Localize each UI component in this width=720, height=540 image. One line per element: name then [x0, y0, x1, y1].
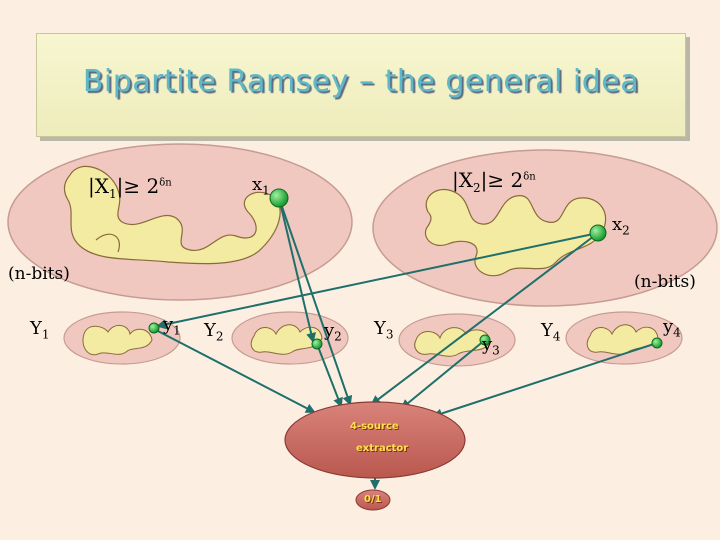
subset-blob-y2	[250, 324, 323, 355]
arrow-y3-to-extractor	[400, 339, 486, 410]
point-y1	[148, 322, 160, 334]
arrow-y1-to-extractor	[153, 328, 316, 413]
arrow-x1-to-y2	[278, 197, 317, 343]
x1-point-label: x1	[252, 174, 270, 198]
bits-label-right: (n-bits)	[634, 272, 696, 292]
arrow-y4-to-extractor	[432, 342, 658, 419]
point-y2	[311, 338, 323, 350]
point-y3	[479, 334, 491, 346]
page-title: Bipartite Ramsey – the general idea	[82, 64, 640, 99]
y2-point-label: y2	[324, 320, 342, 344]
arrow-x2-to-extractor	[370, 232, 599, 406]
output-node	[355, 489, 391, 511]
arrow-x2-to-y1	[156, 232, 599, 330]
x2-point-label: x2	[612, 214, 630, 238]
x2-size-label: |X2|≥ 2δn	[452, 168, 536, 195]
subset-blob-y1	[82, 325, 153, 356]
point-x2	[589, 224, 607, 242]
y2-set-label: Y2	[204, 320, 224, 344]
point-x1	[269, 188, 289, 208]
extractor-label-line1: 4-source	[350, 421, 399, 432]
y3-set-label: Y3	[374, 318, 394, 342]
y4-set-label: Y4	[541, 320, 561, 344]
extractor-label-line2: extractor	[356, 443, 409, 454]
arrow-y2-to-extractor	[316, 343, 343, 408]
y4-point-label: y4	[663, 316, 681, 340]
x1-size-label: |X1|≥ 2δn	[88, 174, 172, 201]
y1-set-label: Y1	[30, 318, 50, 342]
bits-label-left: (n-bits)	[8, 264, 70, 284]
point-y4	[651, 337, 663, 349]
title-box: Bipartite Ramsey – the general idea	[36, 33, 686, 137]
extractor-node	[284, 401, 466, 479]
y3-point-label: y3	[482, 334, 500, 358]
y1-point-label: y1	[163, 314, 181, 338]
extractor-output-label: 0/1	[364, 494, 382, 505]
arrow-x1-to-extractor	[278, 197, 353, 406]
